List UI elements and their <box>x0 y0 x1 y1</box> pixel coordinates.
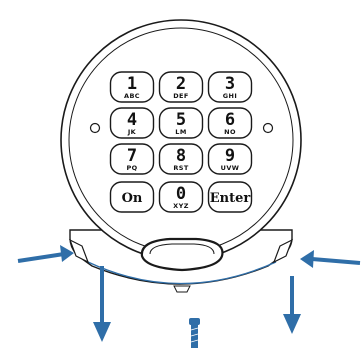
key-button-4[interactable]: 4JK <box>109 107 155 139</box>
key-number: 7 <box>127 146 137 166</box>
key-face <box>109 107 155 139</box>
arrow-down-icon <box>93 266 111 342</box>
grip-handle <box>140 237 224 272</box>
key-face <box>109 71 155 103</box>
key-number: 6 <box>225 110 235 130</box>
key-word: On <box>122 191 143 206</box>
left-tab <box>68 238 90 264</box>
key-face <box>158 181 204 213</box>
key-button-enter[interactable]: Enter <box>207 181 253 213</box>
key-letters: UVW <box>221 164 240 172</box>
key-letters: DEF <box>173 92 188 100</box>
key-face <box>158 143 204 175</box>
key-letters: XYZ <box>173 202 189 210</box>
key-number: 3 <box>225 74 235 94</box>
key-button-5[interactable]: 5LM <box>158 107 204 139</box>
screw-hole <box>173 285 191 293</box>
screw-icon <box>189 318 200 348</box>
arrow-down-icon <box>283 276 301 334</box>
key-face <box>207 71 253 103</box>
key-number: 9 <box>225 146 235 166</box>
key-face <box>109 143 155 175</box>
key-letters: PQ <box>126 164 137 172</box>
arrow-left-icon <box>300 250 361 268</box>
key-number: 2 <box>176 74 186 94</box>
key-number: 5 <box>176 110 186 130</box>
key-number: 0 <box>176 184 186 204</box>
right-tab <box>272 238 294 264</box>
key-letters: LM <box>175 128 186 136</box>
key-button-7[interactable]: 7PQ <box>109 143 155 175</box>
key-number: 4 <box>127 110 137 130</box>
mounting-hole-left <box>89 122 101 134</box>
base-accent-line <box>87 261 277 285</box>
key-face <box>158 71 204 103</box>
key-letters: NO <box>224 128 236 136</box>
key-face <box>158 107 204 139</box>
grip-handle-inner <box>149 243 215 255</box>
key-button-6[interactable]: 6NO <box>207 107 253 139</box>
key-number: 1 <box>127 74 137 94</box>
key-letters: ABC <box>124 92 140 100</box>
key-word: Enter <box>210 191 251 206</box>
outer-housing <box>60 19 302 261</box>
arrow-right-icon <box>17 245 74 263</box>
mounting-hole-right <box>262 122 274 134</box>
key-face <box>207 181 253 213</box>
key-button-on[interactable]: On <box>109 181 155 213</box>
key-number: 8 <box>176 146 186 166</box>
key-face <box>109 181 155 213</box>
key-face <box>207 143 253 175</box>
key-face <box>207 107 253 139</box>
key-letters: RST <box>173 164 188 172</box>
key-letters: JK <box>127 128 137 136</box>
key-letters: GHI <box>223 92 237 100</box>
